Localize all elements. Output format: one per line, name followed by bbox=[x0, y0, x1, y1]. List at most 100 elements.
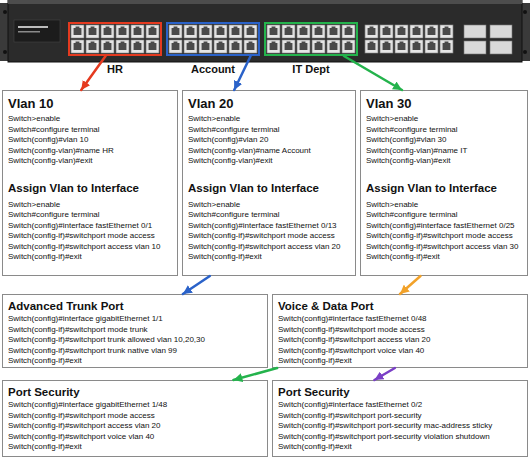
command-line: Switch#configure terminal bbox=[188, 210, 351, 221]
switch-top-edge bbox=[8, 0, 522, 4]
sfp-port bbox=[490, 41, 512, 54]
command-line: Switch(config-if)#switchport trunk nativ… bbox=[8, 346, 263, 357]
sfp-port bbox=[464, 25, 486, 38]
command-line: Switch(config-if)#switchport access vlan… bbox=[8, 242, 173, 253]
command-line: Switch(config-if)#exit bbox=[8, 356, 263, 367]
command-line: Switch(config-if)#switchport access vlan… bbox=[8, 421, 263, 432]
port-group: HR bbox=[68, 22, 162, 56]
section-heading: Vlan 10 bbox=[8, 96, 173, 112]
command-line: Switch#configure terminal bbox=[366, 125, 523, 136]
command-line: Switch(config-if)#switchport access vlan… bbox=[366, 242, 523, 253]
config-box: Port SecuritySwitch(config)#interface fa… bbox=[272, 380, 528, 457]
command-line: Switch(config-if)#switchport mode access bbox=[188, 231, 351, 242]
config-box: Port SecuritySwitch(config)#interface gi… bbox=[2, 380, 268, 457]
sfp-port bbox=[490, 25, 512, 38]
connector-arrow bbox=[183, 276, 210, 294]
command-line: Switch>enable bbox=[188, 114, 351, 125]
switch-body bbox=[8, 0, 522, 62]
command-line: Switch(config)#interface gigabitEthernet… bbox=[8, 400, 263, 411]
section-heading: Assign Vlan to Interface bbox=[366, 181, 523, 196]
connector-arrow bbox=[374, 368, 394, 380]
command-line: Switch(config-if)#exit bbox=[366, 252, 523, 263]
command-line: Switch(config-if)#exit bbox=[278, 356, 523, 367]
command-line: Switch(config-if)#switchport voice vlan … bbox=[278, 346, 523, 357]
config-box: Vlan 20Switch>enableSwitch#configure ter… bbox=[182, 90, 356, 276]
command-line: Switch(config)#vlan 30 bbox=[366, 135, 523, 146]
command-line: Switch(config-if)#switchport mode access bbox=[8, 231, 173, 242]
command-line: Switch(config-if)#exit bbox=[278, 442, 523, 453]
section-heading: Vlan 20 bbox=[188, 96, 351, 112]
command-line: Switch(config-if)#switchport mode access bbox=[366, 231, 523, 242]
connector-arrow bbox=[400, 276, 420, 294]
command-line: Switch(config)#interface gigabitEthernet… bbox=[8, 314, 263, 325]
section-heading: Assign Vlan to Interface bbox=[8, 181, 173, 196]
group-label: Account bbox=[168, 63, 258, 76]
logo-mark bbox=[18, 31, 40, 33]
command-line: Switch(config-vlan)#exit bbox=[8, 156, 173, 167]
command-line: Switch(config-if)#switchport voice vlan … bbox=[8, 432, 263, 443]
rack-hole bbox=[3, 50, 7, 54]
section-heading: Vlan 30 bbox=[366, 96, 523, 112]
command-line: Switch(config)#interface fastEthernet 0/… bbox=[366, 221, 523, 232]
command-line: Switch(config-if)#switchport port-securi… bbox=[278, 411, 523, 422]
command-line: Switch(config-vlan)#exit bbox=[188, 156, 351, 167]
section-heading: Advanced Trunk Port bbox=[8, 300, 263, 313]
command-line: Switch(config-if)#exit bbox=[8, 442, 263, 453]
section-heading: Port Security bbox=[278, 386, 523, 399]
command-line: Switch(config-if)#switchport access vlan… bbox=[278, 335, 523, 346]
port-block bbox=[168, 24, 258, 54]
config-box: Vlan 30Switch>enableSwitch#configure ter… bbox=[360, 90, 528, 276]
connector-arrow bbox=[233, 368, 277, 380]
section-heading: Assign Vlan to Interface bbox=[188, 181, 351, 196]
rack-hole bbox=[523, 50, 527, 54]
command-line: Switch#configure terminal bbox=[8, 125, 173, 136]
logo-panel bbox=[14, 20, 60, 42]
command-line: Switch(config-if)#switchport mode access bbox=[8, 411, 263, 422]
command-line: Switch(config)#vlan 10 bbox=[8, 135, 173, 146]
command-line: Switch(config-if)#exit bbox=[188, 252, 351, 263]
config-box: Voice & Data PortSwitch(config)#interfac… bbox=[272, 294, 528, 368]
port-block bbox=[70, 24, 160, 54]
section-heading: Voice & Data Port bbox=[278, 300, 523, 313]
rack-hole bbox=[3, 10, 7, 14]
group-label: HR bbox=[70, 63, 160, 76]
command-line: Switch>enable bbox=[8, 200, 173, 211]
command-line: Switch(config)#interface fastEthernet 0/… bbox=[278, 314, 523, 325]
config-box: Vlan 10Switch>enableSwitch#configure ter… bbox=[2, 90, 178, 276]
command-line: Switch(config-vlan)#name Account bbox=[188, 146, 351, 157]
port-block bbox=[364, 24, 454, 54]
command-line: Switch(config-if)#switchport port-securi… bbox=[278, 432, 523, 443]
connector-arrow bbox=[81, 56, 105, 90]
section-heading: Port Security bbox=[8, 386, 263, 399]
command-line: Switch(config-if)#exit bbox=[8, 252, 173, 263]
command-line: Switch>enable bbox=[366, 114, 523, 125]
rack-hole bbox=[523, 10, 527, 14]
command-line: Switch(config)#interface fastEthernet 0/… bbox=[188, 221, 351, 232]
command-line: Switch(config-if)#switchport mode access bbox=[278, 325, 523, 336]
command-line: Switch(config)#interface fastEthernet 0/… bbox=[278, 400, 523, 411]
port-group: Account bbox=[166, 22, 260, 56]
connector-arrow bbox=[344, 56, 402, 90]
command-line: Switch(config-if)#switchport mode trunk bbox=[8, 325, 263, 336]
command-line: Switch(config-if)#switchport trunk allow… bbox=[8, 335, 263, 346]
command-line: Switch#configure terminal bbox=[366, 210, 523, 221]
command-line: Switch(config)#interface fastEthernet 0/… bbox=[8, 221, 173, 232]
command-line: Switch(config-if)#switchport port-securi… bbox=[278, 421, 523, 432]
command-line: Switch>enable bbox=[8, 114, 173, 125]
command-line: Switch(config-vlan)#name HR bbox=[8, 146, 173, 157]
command-line: Switch>enable bbox=[366, 200, 523, 211]
command-line: Switch(config-vlan)#exit bbox=[366, 156, 523, 167]
port-group: IT Dept bbox=[264, 22, 358, 56]
group-label: IT Dept bbox=[266, 63, 356, 76]
logo-mark bbox=[18, 26, 48, 28]
config-box: Advanced Trunk PortSwitch(config)#interf… bbox=[2, 294, 268, 368]
command-line: Switch(config-if)#switchport access vlan… bbox=[188, 242, 351, 253]
sfp-port bbox=[464, 41, 486, 54]
connector-arrow bbox=[234, 56, 250, 90]
command-line: Switch(config-vlan)#name IT bbox=[366, 146, 523, 157]
command-line: Switch>enable bbox=[188, 200, 351, 211]
command-line: Switch#configure terminal bbox=[188, 125, 351, 136]
command-line: Switch(config)#vlan 20 bbox=[188, 135, 351, 146]
port-block bbox=[266, 24, 356, 54]
command-line: Switch#configure terminal bbox=[8, 210, 173, 221]
